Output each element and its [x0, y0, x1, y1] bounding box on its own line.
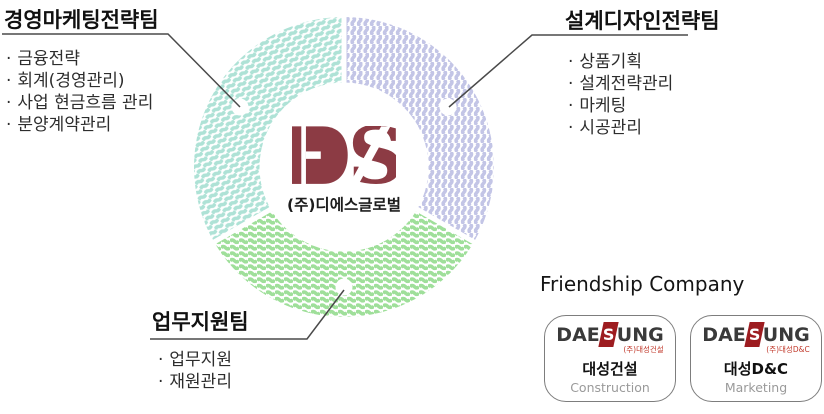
list-item: ·마케팅 [568, 96, 627, 116]
list-item: ·사업 현금흐름 관리 [6, 93, 154, 113]
center-company-name: (주)디에스글로벌 [287, 195, 401, 214]
list-item: ·시공관리 [568, 118, 642, 138]
team-block-design: 설계디자인전략팀 ·상품기획 ·설계전략관리 ·마케팅 ·시공관리 [565, 5, 720, 139]
company-name-en: Marketing [724, 380, 788, 395]
team-block-marketing: 경영마케팅전략팀 ·금융전략 ·회계(경영관리) ·사업 현금흐름 관리 ·분양… [4, 4, 159, 136]
company-card-construction: DAE S UNG (주)대성건설 대성건설 Construction [544, 315, 676, 402]
ds-logo: S [292, 126, 396, 188]
team-block-support: 업무지원팀 ·업무지원 ·재원관리 [152, 306, 249, 393]
list-item: ·설계전략관리 [568, 74, 674, 94]
anchor-dot-marketing [231, 98, 249, 116]
friendship-cards: DAE S UNG (주)대성건설 대성건설 Construction DAE … [544, 315, 822, 402]
daesung-logo: DAE S UNG (주)대성D&C [702, 322, 810, 354]
list-item: ·재원관리 [158, 372, 232, 392]
anchor-dot-support [335, 278, 353, 296]
team-list-marketing: ·금융전략 ·회계(경영관리) ·사업 현금흐름 관리 ·분양계약관리 [6, 48, 159, 136]
team-title-marketing: 경영마케팅전략팀 [4, 8, 159, 32]
company-card-marketing: DAE S UNG (주)대성D&C 대성D&C Marketing [690, 315, 822, 402]
list-item: ·분양계약관리 [6, 115, 112, 135]
team-title-support: 업무지원팀 [152, 310, 249, 334]
anchor-dot-design [439, 98, 457, 116]
daesung-sub-name: (주)대성D&C [766, 345, 810, 354]
daesung-s-mark: S [744, 322, 765, 347]
daesung-logo: DAE S UNG (주)대성건설 [556, 322, 664, 354]
list-item: ·금융전략 [6, 49, 80, 69]
daesung-sub-name: (주)대성건설 [623, 345, 664, 354]
list-item: ·회계(경영관리) [6, 71, 125, 91]
team-list-design: ·상품기획 ·설계전략관리 ·마케팅 ·시공관리 [568, 51, 720, 139]
list-item: ·상품기획 [568, 52, 642, 72]
team-list-support: ·업무지원 ·재원관리 [158, 349, 249, 393]
team-title-design: 설계디자인전략팀 [565, 9, 720, 33]
daesung-s-mark: S [598, 322, 619, 347]
list-item: ·업무지원 [158, 350, 232, 370]
friendship-section: Friendship Company DAE S UNG (주)대성건설 대성건… [540, 272, 824, 402]
company-name-kr: 대성D&C [723, 360, 789, 378]
friendship-title: Friendship Company [540, 272, 745, 296]
center-company-circle: S (주)디에스글로벌 [260, 83, 428, 251]
company-name-kr: 대성건설 [582, 360, 638, 378]
company-name-en: Construction [570, 380, 650, 395]
